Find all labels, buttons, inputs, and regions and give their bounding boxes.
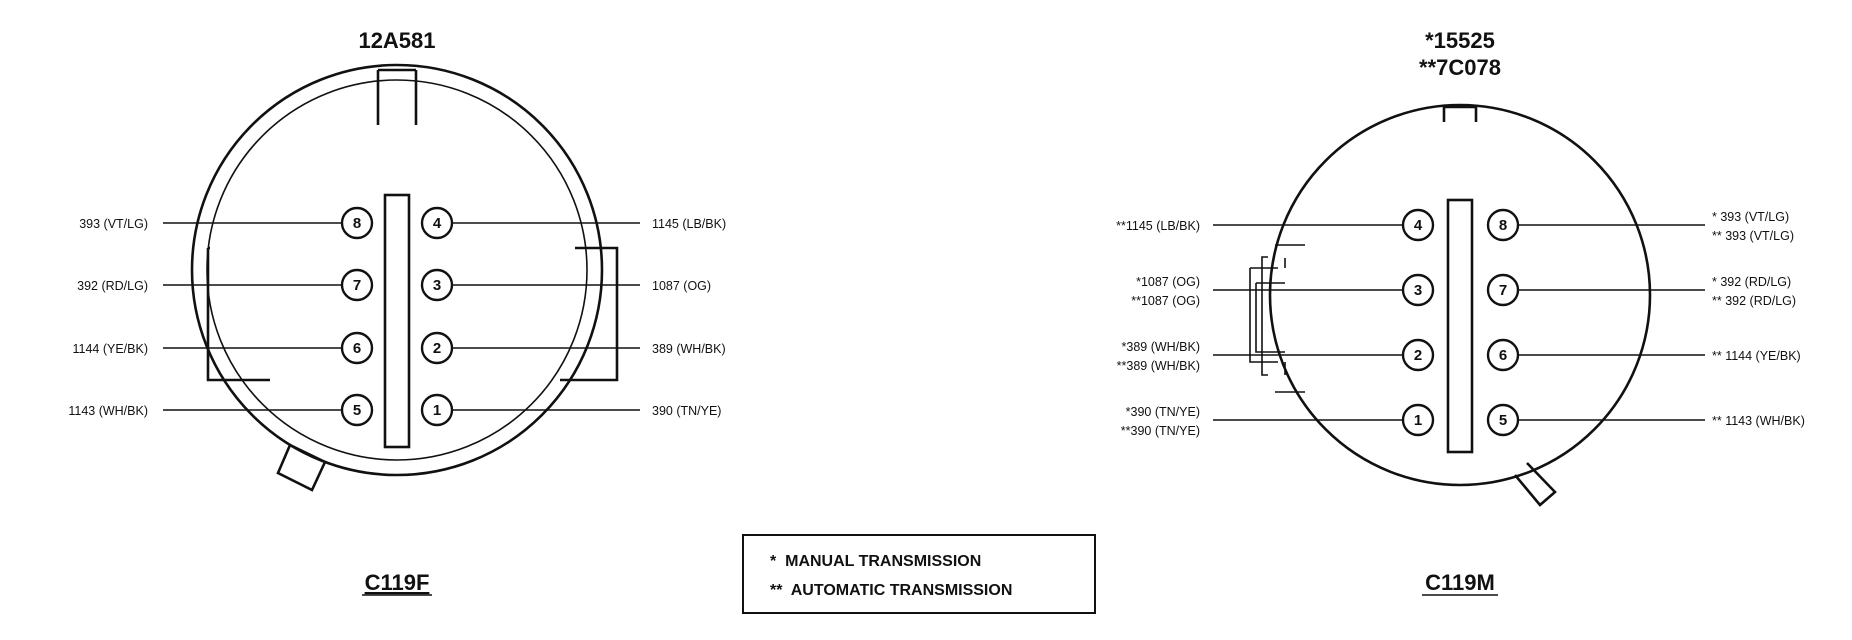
right-wire-group-left: **1145 (LB/BK) *1087 (OG) **1087 (OG) *3… [1116,208,1435,438]
pin-number: 7 [1499,282,1507,299]
wire-label: 1087 (OG) [652,279,711,293]
left-wire-group-right: 1145 (LB/BK) 1087 (OG) 389 (WH/BK) 390 (… [420,206,726,427]
wire-label: 393 (VT/LG) [79,217,148,231]
wire-label: 1144 (YE/BK) [72,342,148,356]
pin-number: 7 [353,277,361,294]
wire-label: 392 (RD/LG) [77,279,148,293]
wire-label: **390 (TN/YE) [1121,424,1200,438]
right-wire-group-right: * 393 (VT/LG) ** 393 (VT/LG) * 392 (RD/L… [1486,208,1805,437]
pin-number: 5 [1499,412,1507,429]
wire-label: ** 393 (VT/LG) [1712,229,1794,243]
wire-label: *390 (TN/YE) [1126,405,1200,419]
wire-label: 390 (TN/YE) [652,404,721,418]
wire-label: 1145 (LB/BK) [652,217,726,231]
wire-label: **1087 (OG) [1131,294,1200,308]
pin-number: 3 [1414,282,1422,299]
right-connector: *15525 **7C078 **1145 (LB/B [1116,28,1805,596]
left-connector: 12A581 393 (VT/LG) 392 (RD/LG) 1144 [68,28,726,596]
legend-automatic: ** AUTOMATIC TRANSMISSION [770,582,1012,599]
pin-number: 5 [353,402,361,419]
right-part-number-1: *15525 [1425,28,1495,53]
left-part-number: 12A581 [358,28,435,53]
right-part-number-2: **7C078 [1419,55,1501,80]
pin-number: 1 [433,402,441,419]
pin-number: 8 [1499,217,1507,234]
wire-label: ** 392 (RD/LG) [1712,294,1796,308]
pin-number: 6 [1499,347,1507,364]
wire-label: **389 (WH/BK) [1117,359,1200,373]
wire-label: ** 1144 (YE/BK) [1712,349,1801,363]
wire-label: *389 (WH/BK) [1122,340,1201,354]
wire-label: ** 1143 (WH/BK) [1712,414,1805,428]
legend-manual: * MANUAL TRANSMISSION [770,553,981,570]
pin-number: 4 [1414,217,1423,234]
left-connector-id: C119F [365,570,430,595]
left-connector-body [190,63,619,492]
wire-label: *1087 (OG) [1136,275,1200,289]
pin-number: 4 [433,215,442,232]
wire-label: **1145 (LB/BK) [1116,219,1200,233]
pin-number: 1 [1414,412,1422,429]
left-wire-group-left: 393 (VT/LG) 392 (RD/LG) 1144 (YE/BK) 114… [68,206,374,427]
wire-label: * 393 (VT/LG) [1712,210,1789,224]
wire-label: 389 (WH/BK) [652,342,726,356]
wire-label: * 392 (RD/LG) [1712,275,1791,289]
pin-number: 2 [1414,347,1422,364]
pin-number: 2 [433,340,441,357]
pin-number: 8 [353,215,361,232]
right-connector-body [1249,103,1652,507]
pin-number: 3 [433,277,441,294]
pin-number: 6 [353,340,361,357]
wire-label: 1143 (WH/BK) [68,404,148,418]
legend-box: * MANUAL TRANSMISSION ** AUTOMATIC TRANS… [742,534,1096,614]
right-connector-id: C119M [1425,570,1495,595]
